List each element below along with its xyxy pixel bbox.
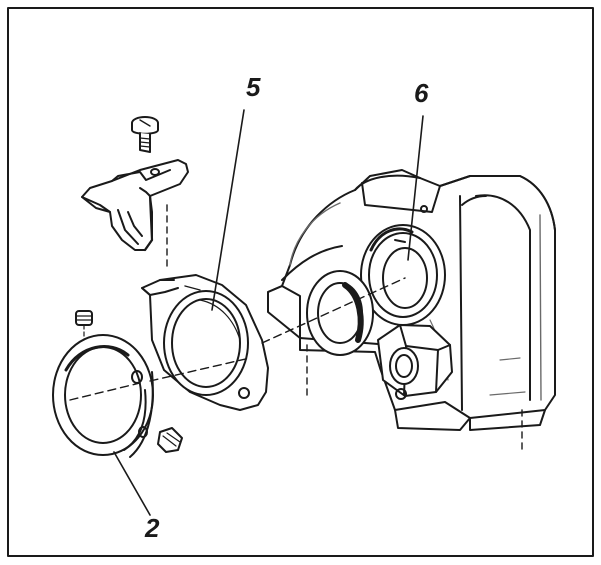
retainer-ring-5 [141, 274, 269, 411]
housing-bore [360, 224, 446, 326]
hex-fitting [377, 324, 453, 400]
leader-line-6 [407, 115, 424, 261]
callout-label-6: 6 [414, 78, 429, 108]
leader-line-2 [113, 451, 151, 516]
clamp-plate [81, 159, 189, 252]
figure-border [7, 7, 594, 557]
set-screw-top [75, 310, 93, 341]
mount-center-lines [306, 344, 523, 451]
callout-label-5: 5 [246, 72, 261, 102]
assembly-axis [69, 277, 406, 401]
housing-small-bore [306, 270, 374, 356]
clamp-screw [131, 116, 159, 153]
set-screw-side [157, 427, 183, 453]
housing-detail-hole [420, 205, 428, 213]
lock-ring-2 [52, 334, 154, 458]
callout-label-2: 2 [145, 513, 160, 543]
leader-line-5 [211, 109, 245, 311]
